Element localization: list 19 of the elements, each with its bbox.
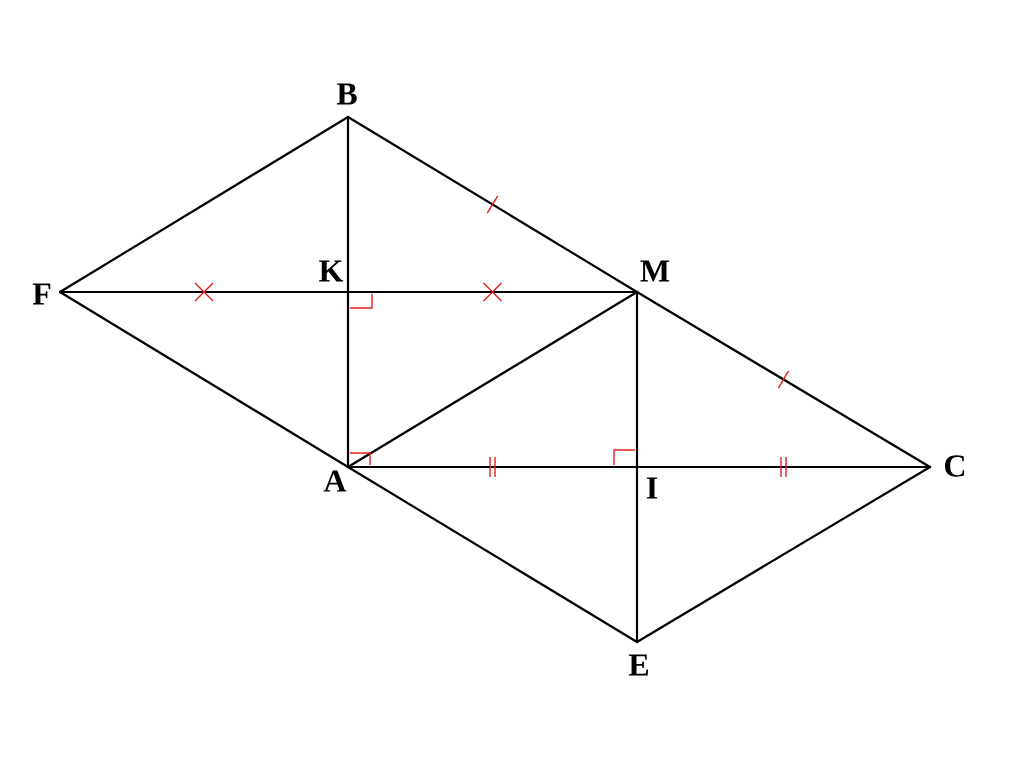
point-label: K	[319, 260, 344, 282]
line-segment	[346, 290, 350, 469]
point-label: E	[628, 654, 649, 676]
line-segment	[346, 465, 639, 644]
line-segment	[346, 115, 350, 294]
point-label: M	[640, 260, 670, 282]
line-segment	[635, 465, 639, 644]
line-segment	[346, 115, 639, 294]
point-label: B	[336, 83, 357, 105]
point-label: I	[646, 477, 658, 499]
point-label: C	[945, 455, 965, 477]
line-segment	[635, 465, 932, 644]
point-label: A	[323, 470, 347, 492]
line-segment	[635, 290, 932, 469]
line-segment	[58, 115, 350, 294]
line-segment	[58, 290, 350, 469]
point-label: F	[32, 283, 51, 305]
line-segment	[346, 290, 639, 469]
line-segment	[635, 290, 639, 469]
